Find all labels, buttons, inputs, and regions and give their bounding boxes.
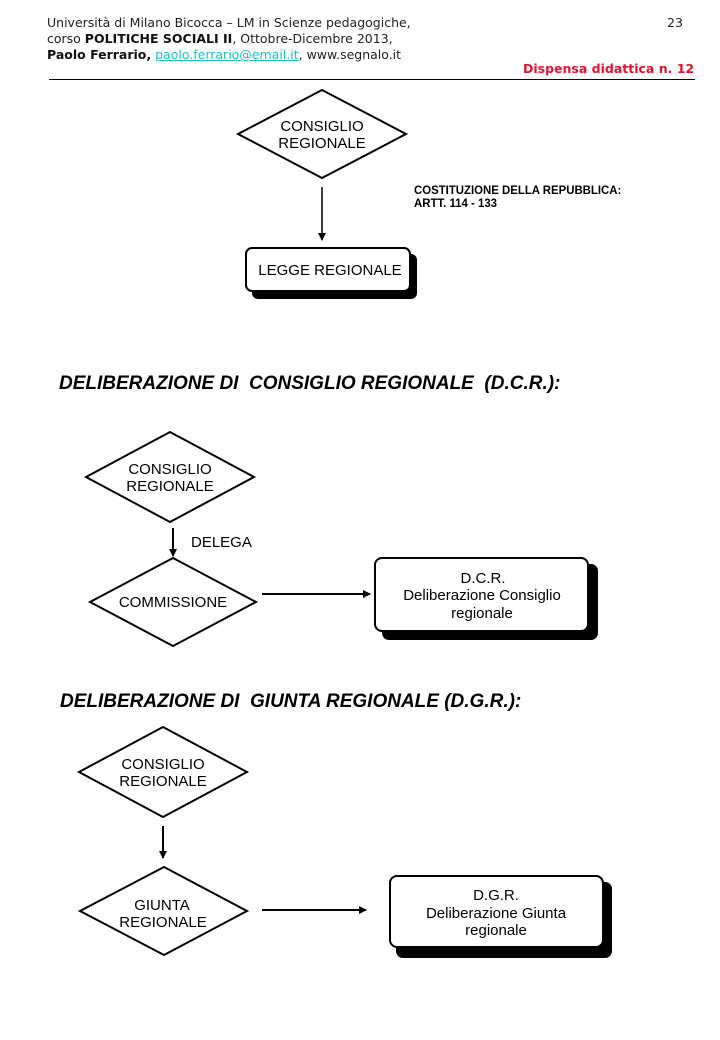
dispensa-label: Dispensa didattica n. 12 [523, 61, 695, 76]
delega-label: DELEGA [191, 534, 252, 551]
diamond-label-line-1: GIUNTA [134, 897, 190, 914]
document-header: Università di Milano Bicocca – LM in Sci… [47, 15, 411, 63]
header-line-2: corso POLITICHE SOCIALI II, Ottobre-Dice… [47, 31, 411, 47]
diamond-consiglio-regionale-1: CONSIGLIO REGIONALE [235, 88, 409, 180]
box-label-line-1: D.C.R. [461, 570, 506, 587]
box-dcr: D.C.R. Deliberazione Consiglio regionale [374, 557, 598, 640]
constitution-note-line-2: ARTT. 114 - 133 [414, 196, 498, 210]
constitution-note: COSTITUZIONE DELLA REPUBBLICA: ARTT. 114… [414, 184, 621, 210]
box-label-line-3: regionale [465, 922, 527, 939]
box-label-line-1: D.G.R. [473, 887, 519, 904]
header-course-name: POLITICHE SOCIALI II [84, 31, 233, 46]
header-line-3: Paolo Ferrario, paolo.ferrario@email.it,… [47, 47, 411, 63]
page-number: 23 [667, 15, 683, 30]
diamond-giunta-regionale: GIUNTA REGIONALE [77, 865, 250, 957]
header-author: Paolo Ferrario, [47, 47, 152, 62]
box-dgr: D.G.R. Deliberazione Giunta regionale [389, 875, 612, 958]
diamond-consiglio-regionale-2: CONSIGLIO REGIONALE [83, 430, 257, 524]
diamond-label-line-1: CONSIGLIO [280, 118, 363, 135]
header-website: , www.segnalo.it [298, 47, 402, 62]
diamond-label-line-2: REGIONALE [278, 135, 366, 152]
box-label: LEGGE REGIONALE [258, 262, 401, 279]
header-line-1: Università di Milano Bicocca – LM in Sci… [47, 15, 411, 30]
section-title-dcr: DELIBERAZIONE DI CONSIGLIO REGIONALE (D.… [59, 373, 561, 394]
author-email-link[interactable]: paolo.ferrario@email.it [155, 47, 299, 62]
diamond-label-line-1: COMMISSIONE [119, 594, 227, 611]
header-course-prefix: corso [47, 31, 85, 46]
constitution-note-line-1: COSTITUZIONE DELLA REPUBBLICA: [414, 183, 622, 197]
diamond-label-line-2: REGIONALE [126, 478, 214, 495]
header-divider [49, 79, 695, 80]
diamond-label-line-2: REGIONALE [119, 914, 207, 931]
diamond-consiglio-regionale-3: CONSIGLIO REGIONALE [76, 725, 250, 819]
diamond-commissione: COMMISSIONE [87, 556, 259, 648]
diamond-label-line-1: CONSIGLIO [128, 461, 211, 478]
box-label-line-2: Deliberazione Giunta [426, 905, 567, 922]
box-label-line-2: Deliberazione Consiglio [403, 587, 561, 604]
box-label-line-3: regionale [451, 605, 513, 622]
box-legge-regionale: LEGGE REGIONALE [245, 247, 417, 299]
header-course-period: , Ottobre-Dicembre 2013, [232, 31, 393, 46]
diamond-label-line-1: CONSIGLIO [121, 756, 204, 773]
diamond-label-line-2: REGIONALE [119, 773, 207, 790]
section-title-dgr: DELIBERAZIONE DI GIUNTA REGIONALE (D.G.R… [60, 691, 522, 712]
